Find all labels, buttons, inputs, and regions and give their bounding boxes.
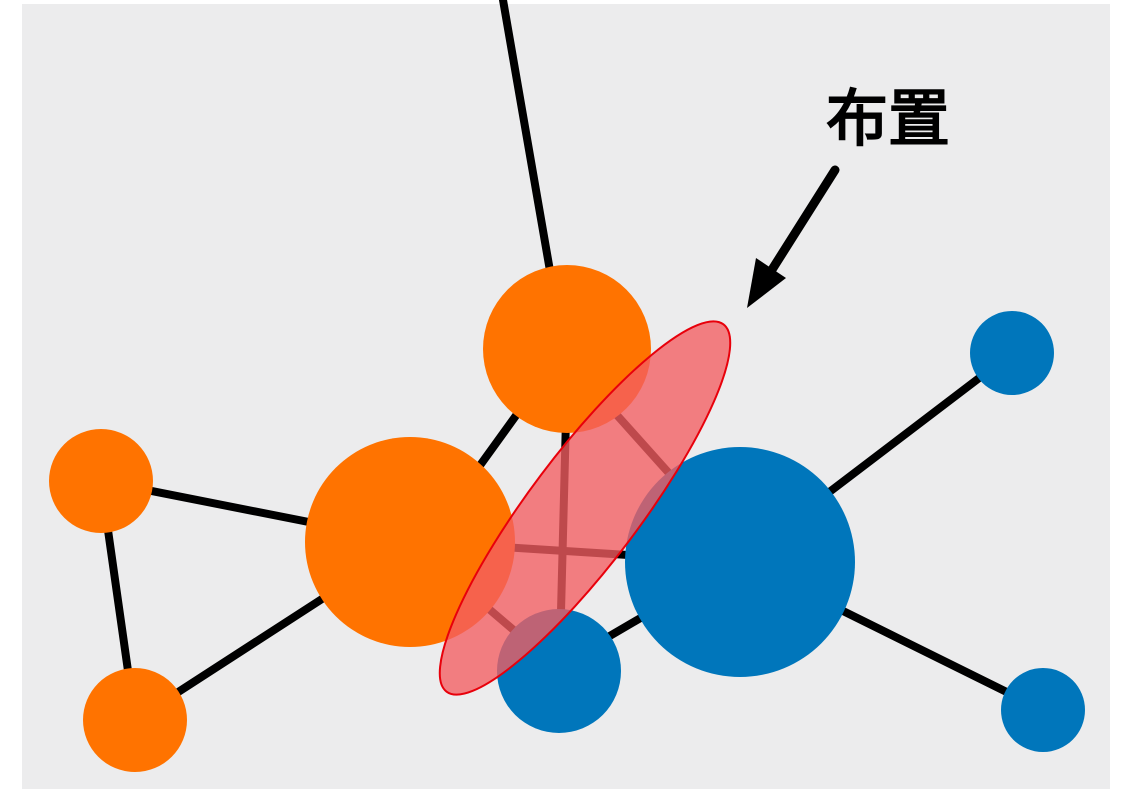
node-lower-right-blue <box>1001 668 1085 752</box>
arrow-shaft <box>763 165 840 281</box>
node-top-orange <box>483 265 651 433</box>
annotation-arrow <box>747 165 840 308</box>
annotation-label: 布置 <box>826 82 950 155</box>
node-center-orange <box>305 437 515 647</box>
node-left-orange <box>49 429 153 533</box>
arrow-head <box>747 258 786 308</box>
node-big-blue <box>625 447 855 677</box>
node-upper-right-blue <box>970 311 1054 395</box>
highlight-ellipse <box>438 320 732 696</box>
node-bottom-left-orange <box>83 668 187 772</box>
nodes <box>49 265 1085 772</box>
